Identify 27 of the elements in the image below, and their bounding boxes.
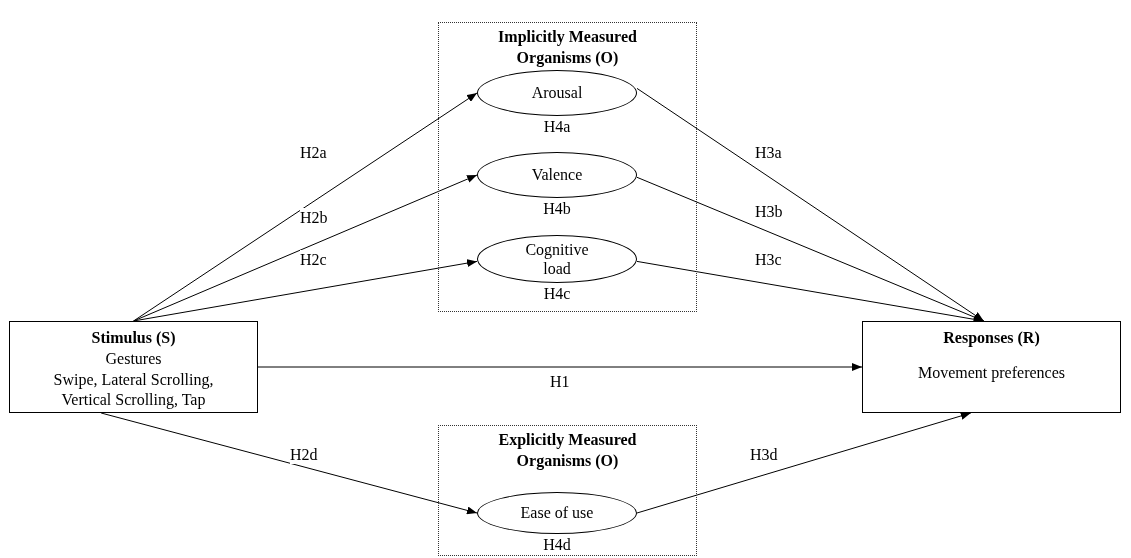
box-heading: Responses (R) xyxy=(943,328,1040,349)
arrow xyxy=(636,87,985,322)
construct-box xyxy=(9,321,258,413)
construct-name: Cognitive load xyxy=(524,239,590,279)
hypothesis-label: H4a xyxy=(542,117,572,137)
construct-box xyxy=(862,321,1121,413)
box-text: Gestures xyxy=(104,348,163,369)
arrow xyxy=(133,92,478,322)
arrow xyxy=(636,176,985,322)
box-text: Swipe, Lateral Scrolling, Vertical Scrolling, Tap xyxy=(52,369,215,411)
construct-name: Ease of use xyxy=(519,503,595,523)
construct-name: Valence xyxy=(530,165,584,185)
arrow xyxy=(100,412,478,515)
box-heading: Stimulus (S) xyxy=(91,328,176,349)
dotted-group-box xyxy=(438,22,697,312)
edge-label: H2d xyxy=(290,445,318,465)
group-heading: Explicitly Measured Organisms (O) xyxy=(497,430,638,472)
dotted-group-box xyxy=(438,425,697,556)
arrow xyxy=(257,363,863,371)
hypothesis-label: H4c xyxy=(542,284,572,304)
box-text: Movement preferences xyxy=(916,362,1066,384)
construct-name: Arousal xyxy=(530,83,584,103)
hypothesis-label: H4b xyxy=(542,199,572,219)
arrow xyxy=(636,412,972,514)
arrow xyxy=(133,174,478,322)
group-heading: Implicitly Measured Organisms (O) xyxy=(497,27,638,69)
hypothesis-label: H4d xyxy=(542,535,572,555)
